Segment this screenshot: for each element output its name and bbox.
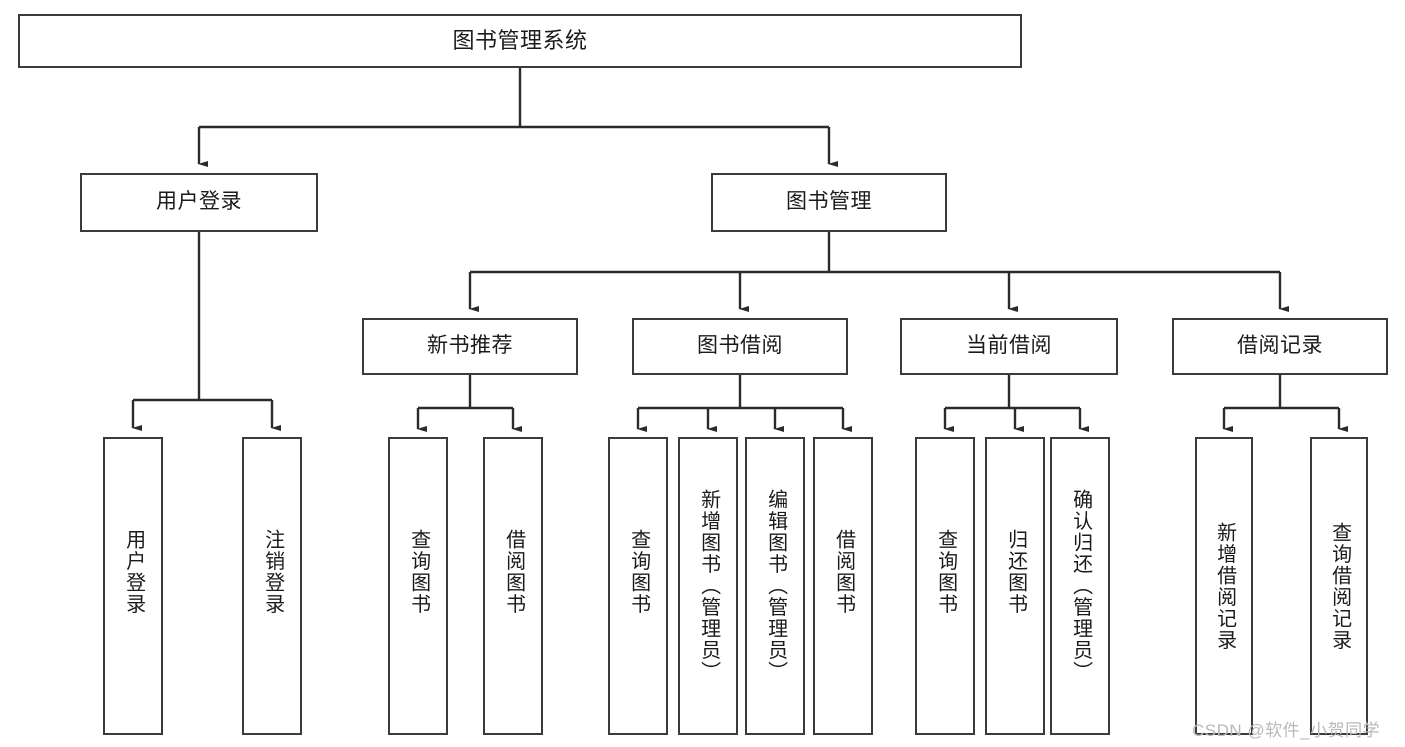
node-borrow-record[interactable]: 借阅记录	[1172, 318, 1388, 375]
node-label: 借阅图书	[502, 529, 525, 615]
node-label: 借阅图书	[832, 529, 855, 615]
node-label: 新增图书（管理员）	[697, 489, 720, 683]
node-leaf-edit-book[interactable]: 编辑图书（管理员）	[745, 437, 805, 735]
node-leaf-user-login[interactable]: 用户登录	[103, 437, 163, 735]
node-label: 查询借阅记录	[1328, 521, 1351, 651]
node-leaf-add-book[interactable]: 新增图书（管理员）	[678, 437, 738, 735]
node-leaf-borrow-book[interactable]: 借阅图书	[813, 437, 873, 735]
node-new-book-recommend[interactable]: 新书推荐	[362, 318, 578, 375]
node-label: 新增借阅记录	[1213, 521, 1236, 651]
node-label: 编辑图书（管理员）	[764, 489, 787, 683]
node-label: 用户登录	[156, 190, 242, 214]
node-leaf-return-book[interactable]: 归还图书	[985, 437, 1045, 735]
node-label: 确认归还（管理员）	[1069, 489, 1092, 683]
node-label: 新书推荐	[427, 334, 513, 358]
node-root-system[interactable]: 图书管理系统	[18, 14, 1022, 68]
node-label: 借阅记录	[1237, 334, 1323, 358]
node-label: 查询图书	[934, 529, 957, 615]
node-label: 图书管理	[786, 190, 872, 214]
node-leaf-confirm-return[interactable]: 确认归还（管理员）	[1050, 437, 1110, 735]
csdn-watermark: CSDN @软件_小贺同学	[1192, 721, 1381, 740]
node-leaf-query-book-borrow[interactable]: 查询图书	[608, 437, 668, 735]
node-leaf-borrow-book-recommend[interactable]: 借阅图书	[483, 437, 543, 735]
node-book-borrow[interactable]: 图书借阅	[632, 318, 848, 375]
node-label: 归还图书	[1004, 529, 1027, 615]
node-label: 用户登录	[122, 529, 145, 615]
node-label: 注销登录	[261, 529, 284, 615]
node-label: 查询图书	[627, 529, 650, 615]
node-current-borrow[interactable]: 当前借阅	[900, 318, 1118, 375]
node-label: 当前借阅	[966, 334, 1052, 358]
node-leaf-query-borrow-record[interactable]: 查询借阅记录	[1310, 437, 1368, 735]
node-leaf-query-book-recommend[interactable]: 查询图书	[388, 437, 448, 735]
node-label: 图书管理系统	[452, 28, 588, 54]
node-leaf-query-book-current[interactable]: 查询图书	[915, 437, 975, 735]
node-label: 图书借阅	[697, 334, 783, 358]
node-book-management[interactable]: 图书管理	[711, 173, 947, 232]
node-leaf-add-borrow-record[interactable]: 新增借阅记录	[1195, 437, 1253, 735]
node-user-login[interactable]: 用户登录	[80, 173, 318, 232]
node-leaf-logout[interactable]: 注销登录	[242, 437, 302, 735]
node-label: 查询图书	[407, 529, 430, 615]
